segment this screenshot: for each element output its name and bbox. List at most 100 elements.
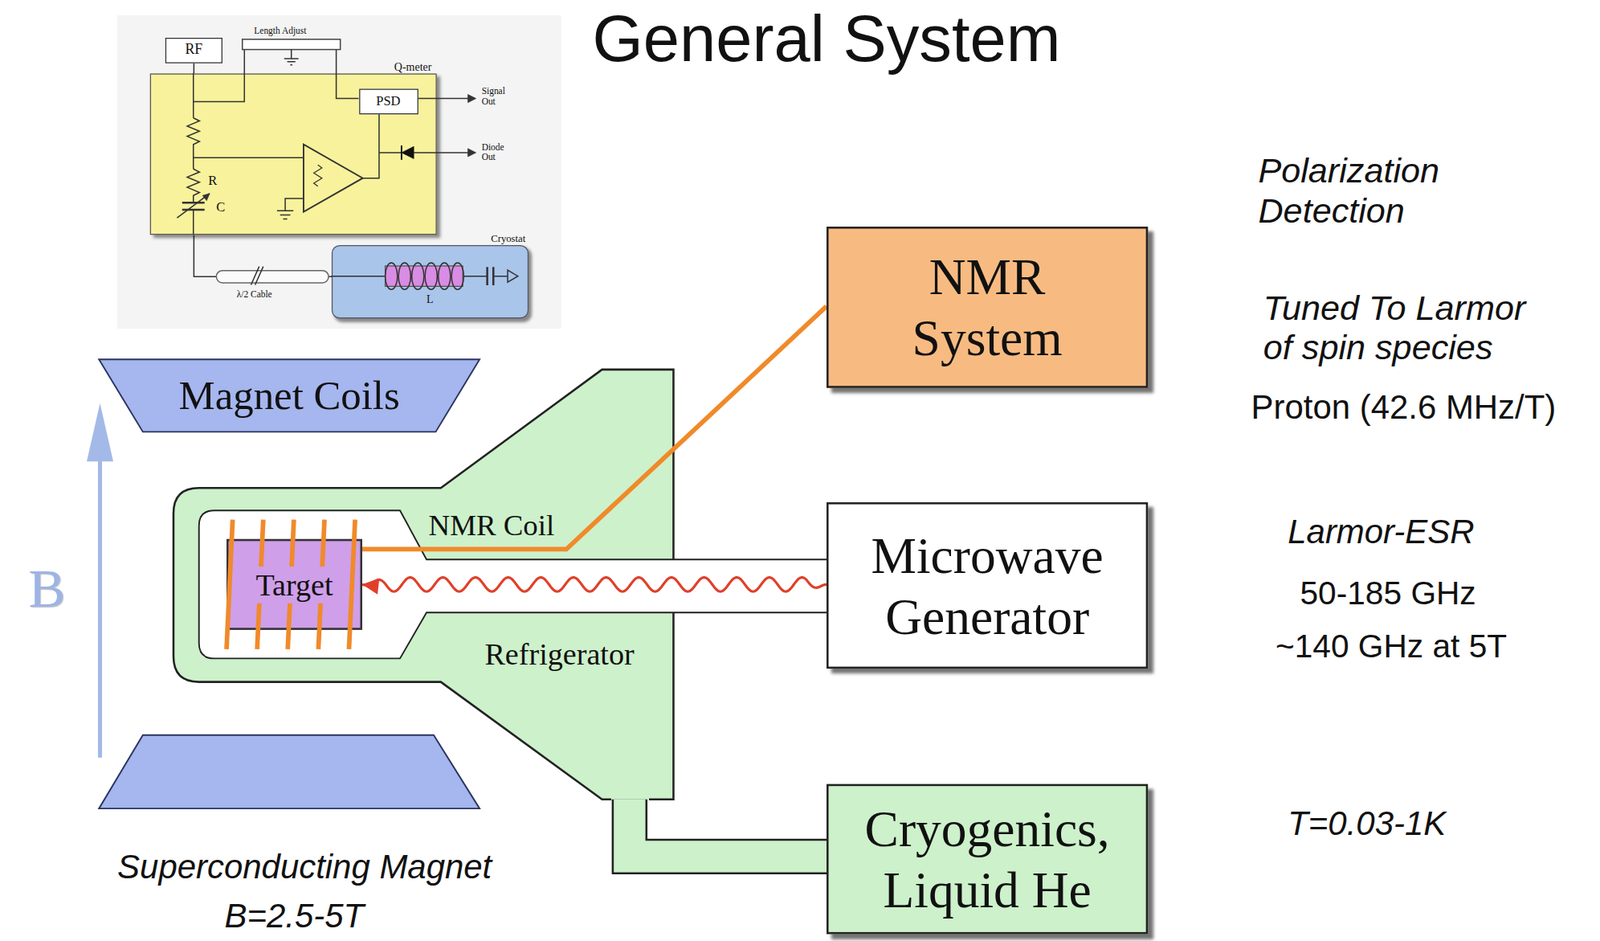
label-holder: L <box>426 293 434 307</box>
variable-arrow <box>176 193 210 218</box>
connector <box>193 63 195 74</box>
coil-loop <box>398 262 411 290</box>
part-label: NMR Coil <box>428 510 556 540</box>
signal-name: Diode Out <box>481 142 508 164</box>
title-holder: General System <box>316 2 1337 78</box>
note-label: Polarization Detection <box>1257 151 1466 231</box>
component-label: Length Adjust <box>253 25 307 37</box>
label-holder: λ/2 Cable <box>236 289 273 300</box>
length-adjuster <box>242 39 341 50</box>
component-label: L <box>426 293 434 307</box>
arrowhead <box>467 148 476 157</box>
label-holder: ~140 GHz at 5T <box>1275 627 1507 666</box>
coil-loop <box>424 262 437 290</box>
label-holder: B=2.5-5T <box>224 895 364 935</box>
signal-name: Signal Out <box>481 85 508 107</box>
cryostat-box-drawing <box>332 245 530 319</box>
component-label: C <box>216 200 225 216</box>
node-text: Cryostat <box>490 232 526 245</box>
capacitor-symbol <box>487 266 494 286</box>
nmr-coil-turn <box>348 519 356 649</box>
sample-chamber <box>199 510 827 658</box>
drawing-group <box>226 519 356 649</box>
label-holder: NMR Coil <box>428 510 556 540</box>
node-text: Target <box>251 565 337 603</box>
edge-label: λ/2 Cable <box>236 289 273 300</box>
label-holder: Tuned To Larmor of spin species <box>1263 287 1556 368</box>
circuit-wire <box>363 114 380 179</box>
node-text: Refrigerator <box>484 636 634 671</box>
refrigerator-shape: Refrigerator Target <box>173 369 674 800</box>
circuit-wire <box>192 209 195 234</box>
circuit-wire <box>379 151 471 154</box>
psd-box: PSD <box>359 88 419 115</box>
note-label: ~140 GHz at 5T <box>1275 627 1507 666</box>
diode-symbol <box>401 146 414 159</box>
label-holder: Diode Out <box>481 142 508 164</box>
label-holder: C <box>216 200 225 216</box>
terminal-symbol <box>507 269 519 282</box>
label-holder: R <box>208 173 217 189</box>
note-label: 50-185 GHz <box>1300 574 1477 613</box>
drawing-group <box>330 262 518 290</box>
diode-bar <box>400 145 403 160</box>
q-meter-box: Q-meterPSD <box>150 73 437 235</box>
coil-loop <box>412 262 425 290</box>
node-text: NMR System <box>897 245 1077 368</box>
circuit-wire <box>193 44 360 102</box>
resistor-symbol <box>187 118 200 170</box>
magnet-coil-trapezoid: Magnet Coils <box>98 359 480 432</box>
cryo-pipe <box>629 799 827 857</box>
resistor-symbol <box>187 168 200 203</box>
field-arrowhead <box>86 403 114 462</box>
magnet-coil-trapezoid <box>98 734 480 809</box>
node-text: Magnet Coils <box>179 371 400 421</box>
label-holder: Superconducting Magnet <box>117 846 492 886</box>
circuit-wire <box>463 275 508 278</box>
connector <box>629 799 827 857</box>
circuit-wire <box>192 73 195 119</box>
node-text: RF <box>184 41 203 59</box>
component-label: R <box>208 173 217 189</box>
ground-symbol <box>277 198 304 219</box>
label-holder: 50-185 GHz <box>1300 574 1477 613</box>
node-text: Q-meter <box>394 60 433 73</box>
coil-loop <box>385 262 398 290</box>
field-arrow <box>97 457 103 758</box>
coax-cable <box>216 270 329 283</box>
coil-loop <box>438 262 451 290</box>
ground-symbol <box>284 49 299 66</box>
cable-mark <box>251 266 264 286</box>
amplifier-symbol <box>303 144 364 213</box>
diagram-title: General System <box>316 2 1337 78</box>
label-holder: Larmor-ESR <box>1287 512 1474 552</box>
note-label: T=0.03-1K <box>1287 804 1446 843</box>
process-box: Cryogenics, Liquid He <box>826 783 1148 935</box>
note-label: Larmor-ESR <box>1287 512 1474 552</box>
note-label: Superconducting Magnet <box>117 846 492 886</box>
coil-loop <box>451 262 464 290</box>
circuit-wire <box>417 97 471 100</box>
cryo-pipe-wall <box>629 799 827 857</box>
resistor-symbol <box>314 164 323 187</box>
drawing-group <box>173 369 827 800</box>
field-label: B <box>28 555 66 620</box>
chamber-outline <box>199 510 827 658</box>
label-holder: Polarization Detection <box>1257 151 1466 231</box>
drawing-group <box>98 359 480 432</box>
inset-background <box>117 15 562 329</box>
process-box: NMR System <box>826 226 1148 388</box>
node-text: Cryogenics, Liquid He <box>846 797 1127 920</box>
label-holder: Signal Out <box>481 85 508 107</box>
process-box: Microwave Generator <box>826 502 1148 669</box>
node-text: PSD <box>375 93 400 110</box>
nmr-coil-turn <box>226 519 233 649</box>
rf-source-box: RF <box>165 37 223 64</box>
arrowhead <box>467 94 476 103</box>
variable-arrowhead <box>202 193 210 201</box>
node-text: Microwave Generator <box>859 523 1115 646</box>
note-label: Tuned To Larmor of spin species <box>1263 287 1556 368</box>
note-label: B=2.5-5T <box>224 895 364 935</box>
label-holder: T=0.03-1K <box>1287 804 1446 843</box>
